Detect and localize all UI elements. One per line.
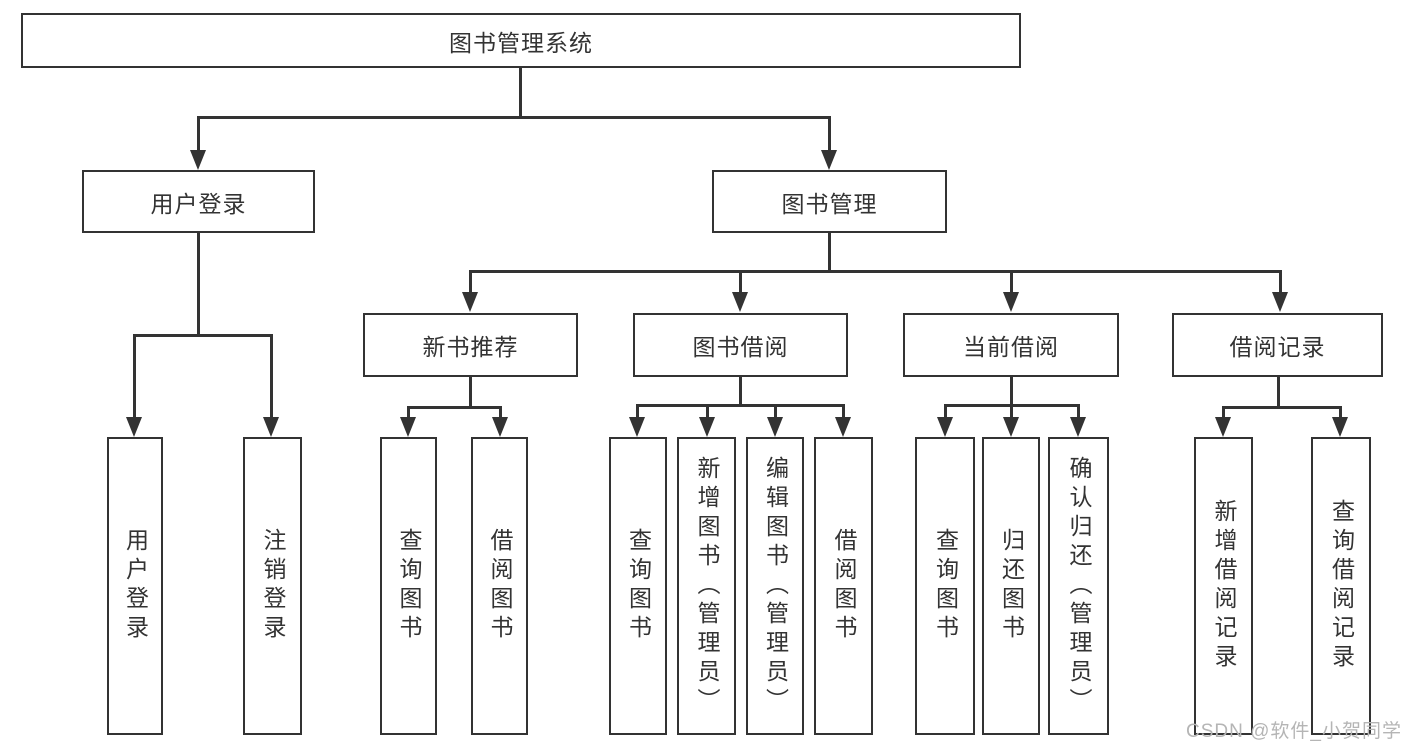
- connector-stub-new-book: [469, 270, 472, 294]
- connector-stub-br-query: [1339, 406, 1342, 418]
- connector-stub-book-borrow: [739, 270, 742, 294]
- node-user-login: 用户登录: [82, 170, 315, 233]
- arrow-to-leaf-user-login: [126, 417, 142, 437]
- leaf-add-borrow-record: 新增借阅记录: [1194, 437, 1253, 735]
- arrow-to-bb-query: [629, 417, 645, 437]
- connector-stub-cb-query: [944, 404, 947, 418]
- node-new-book-recommend: 新书推荐: [363, 313, 578, 377]
- arrow-to-nb-borrow: [492, 417, 508, 437]
- connector-borrow-records-drop: [1277, 377, 1280, 408]
- watermark-text: CSDN @软件_小贺同学: [1186, 721, 1402, 742]
- arrow-to-bb-borrow: [835, 417, 851, 437]
- connector-book-management-drop: [828, 233, 831, 272]
- connector-root-split: [197, 116, 831, 119]
- arrow-to-user-login: [190, 150, 206, 170]
- leaf-return-book-label: 归还图书: [998, 528, 1025, 644]
- connector-stub-nb-query: [407, 406, 410, 418]
- connector-new-book-drop: [469, 377, 472, 407]
- connector-stub-current-borrow: [1010, 270, 1013, 294]
- leaf-add-borrow-record-label: 新增借阅记录: [1211, 499, 1237, 673]
- node-library-management-system: 图书管理系统: [21, 13, 1021, 68]
- leaf-logout-login: 注销登录: [243, 437, 302, 735]
- leaf-query-borrow-record-label: 查询借阅记录: [1328, 499, 1355, 673]
- arrow-to-cb-return: [1003, 417, 1019, 437]
- arrow-to-bb-edit: [767, 417, 783, 437]
- arrow-to-br-query: [1332, 417, 1348, 437]
- connector-root-drop: [519, 68, 522, 117]
- connector-book-borrow-split: [636, 404, 844, 407]
- arrow-to-new-book: [462, 292, 478, 312]
- leaf-logout-login-label: 注销登录: [260, 528, 286, 644]
- connector-stub-bb-borrow: [842, 404, 845, 418]
- leaf-return-book: 归还图书: [982, 437, 1040, 735]
- leaf-user-login-label: 用户登录: [122, 528, 149, 644]
- leaf-confirm-return-admin: 确认归还（管理员）: [1048, 437, 1109, 735]
- connector-new-book-split: [407, 406, 502, 409]
- arrow-to-br-add: [1215, 417, 1231, 437]
- arrow-to-leaf-logout: [263, 417, 279, 437]
- connector-stub-bb-edit: [774, 404, 777, 418]
- arrow-to-borrow-records: [1272, 292, 1288, 312]
- leaf-borrow-book-borrow-label: 借阅图书: [831, 528, 857, 644]
- arrow-to-cb-confirm: [1070, 417, 1086, 437]
- connector-stub-leaf-user-login: [133, 334, 136, 418]
- leaf-query-book-newbook-label: 查询图书: [396, 528, 422, 644]
- arrow-to-current-borrow: [1003, 292, 1019, 312]
- leaf-borrow-book-borrow: 借阅图书: [814, 437, 873, 735]
- leaf-edit-book-admin: 编辑图书（管理员）: [746, 437, 804, 735]
- connector-stub-leaf-logout: [270, 334, 273, 418]
- leaf-query-book-borrow: 查询图书: [609, 437, 667, 735]
- arrow-to-book-borrow: [732, 292, 748, 312]
- connector-stub-cb-confirm: [1077, 404, 1080, 418]
- leaf-user-login: 用户登录: [107, 437, 163, 735]
- node-current-borrow: 当前借阅: [903, 313, 1119, 377]
- arrow-to-bb-add: [699, 417, 715, 437]
- node-borrow-records: 借阅记录: [1172, 313, 1383, 377]
- leaf-query-book-newbook: 查询图书: [380, 437, 437, 735]
- connector-stub-user-login: [197, 116, 200, 152]
- connector-stub-br-add: [1222, 406, 1225, 418]
- leaf-borrow-book-newbook-label: 借阅图书: [487, 528, 513, 644]
- connector-stub-bb-add: [706, 404, 709, 418]
- node-book-management: 图书管理: [712, 170, 947, 233]
- connector-stub-bb-query: [636, 404, 639, 418]
- arrow-to-book-management: [821, 150, 837, 170]
- connector-book-borrow-drop: [739, 377, 742, 405]
- connector-stub-borrow-records: [1279, 270, 1282, 294]
- connector-stub-cb-return: [1010, 404, 1013, 418]
- arrow-to-nb-query: [400, 417, 416, 437]
- connector-user-login-split: [133, 334, 273, 337]
- connector-user-login-drop: [197, 233, 200, 336]
- leaf-query-book-current: 查询图书: [915, 437, 975, 735]
- node-book-borrow: 图书借阅: [633, 313, 848, 377]
- connector-borrow-records-split: [1222, 406, 1342, 409]
- leaf-query-book-borrow-label: 查询图书: [625, 528, 652, 644]
- connector-current-borrow-drop: [1010, 377, 1013, 405]
- leaf-edit-book-admin-label: 编辑图书（管理员）: [762, 455, 789, 717]
- leaf-query-book-current-label: 查询图书: [932, 528, 959, 644]
- arrow-to-cb-query: [937, 417, 953, 437]
- connector-book-management-split: [469, 270, 1281, 273]
- leaf-confirm-return-admin-label: 确认归还（管理员）: [1066, 455, 1092, 717]
- connector-stub-book-management: [828, 116, 831, 152]
- connector-stub-nb-borrow: [499, 406, 502, 418]
- leaf-query-borrow-record: 查询借阅记录: [1311, 437, 1371, 735]
- leaf-borrow-book-newbook: 借阅图书: [471, 437, 528, 735]
- leaf-add-book-admin-label: 新增图书（管理员）: [694, 455, 720, 717]
- leaf-add-book-admin: 新增图书（管理员）: [677, 437, 736, 735]
